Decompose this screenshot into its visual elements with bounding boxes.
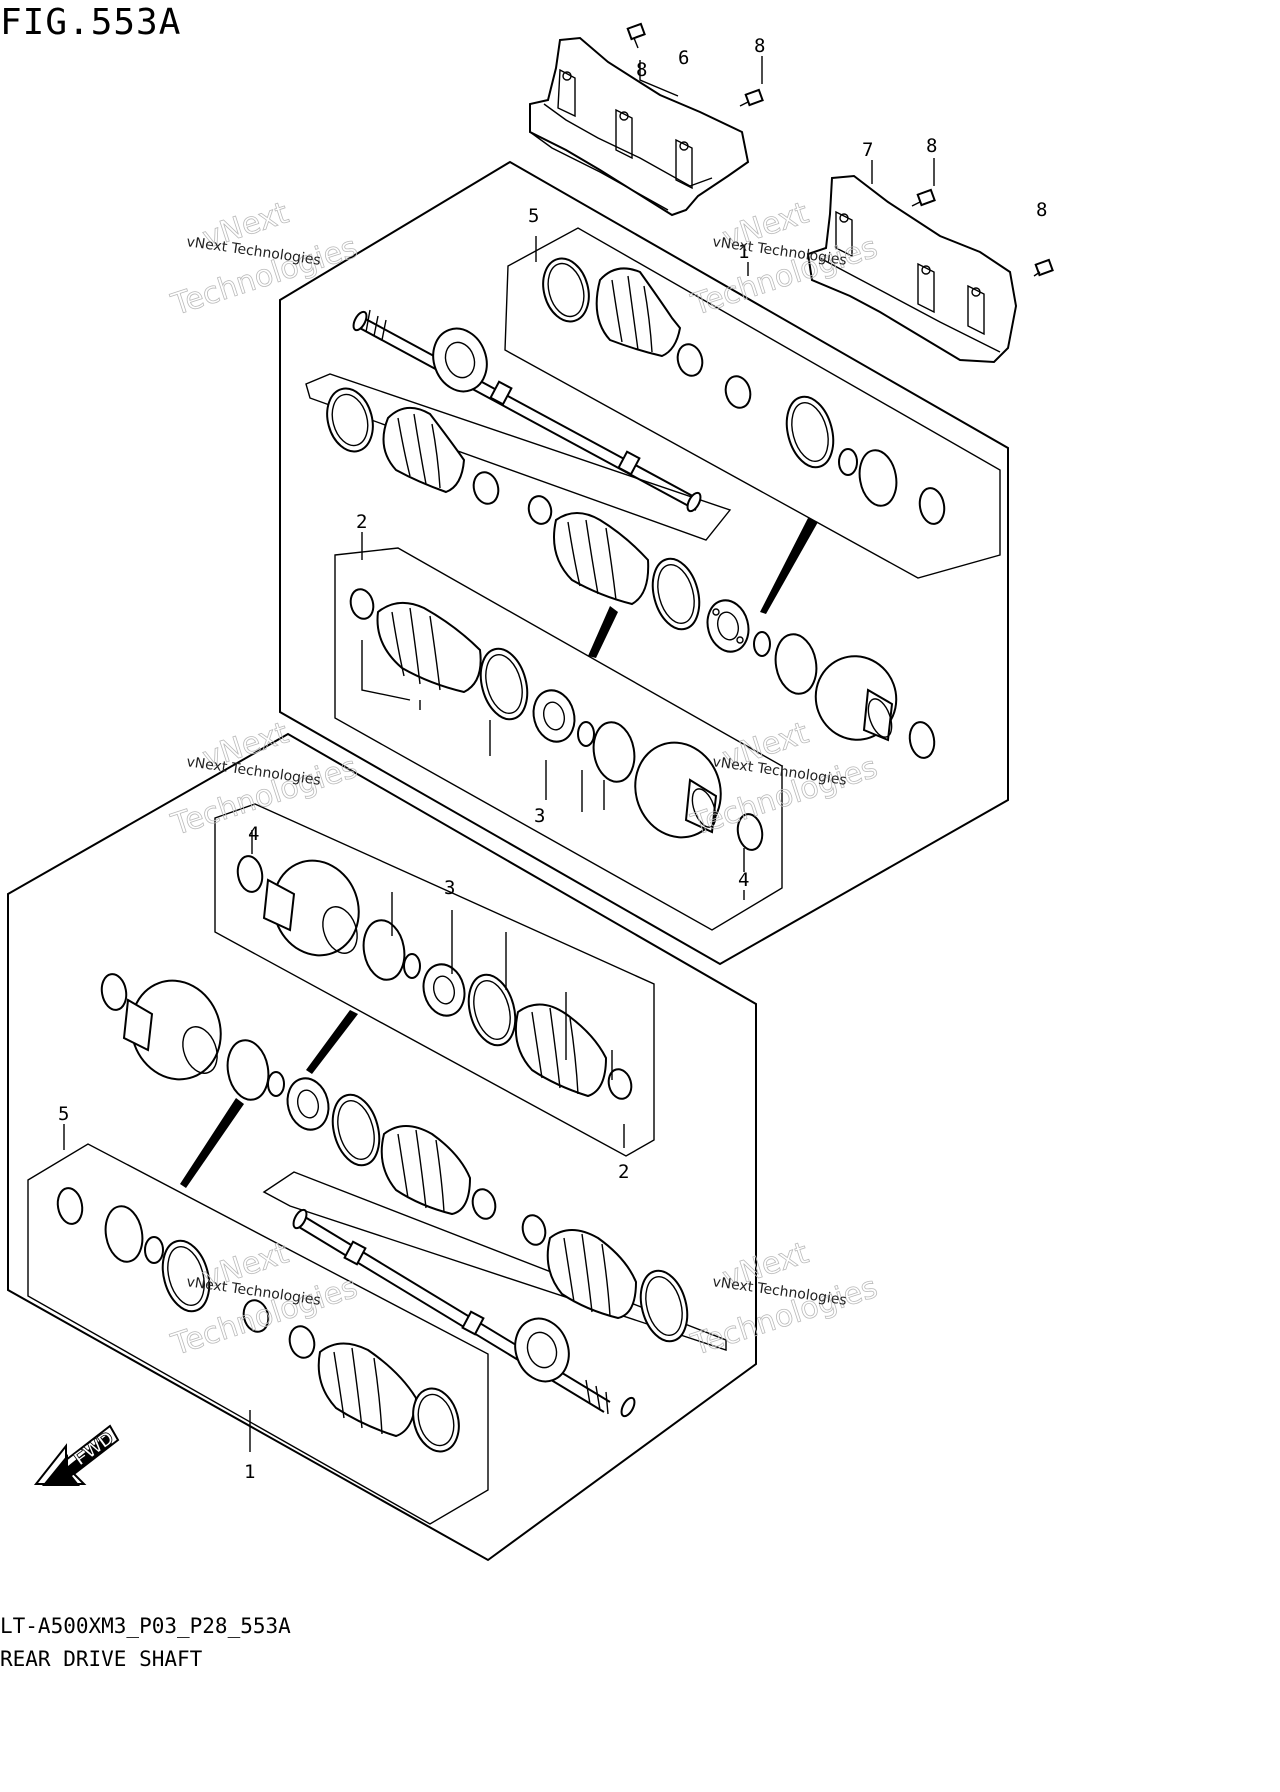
upper-boot-mid	[553, 512, 650, 606]
upper-circlip-a	[838, 448, 858, 476]
upper-inner-joint	[634, 741, 722, 839]
lower-circlip-mid	[267, 1071, 285, 1097]
lower-boot-mid	[380, 1125, 472, 1216]
upper-ring-b	[918, 487, 946, 525]
lower-cage-top	[422, 963, 466, 1017]
lower-clamp-mid-large	[331, 1093, 381, 1167]
lower-clamp-left-small-a	[242, 1299, 270, 1333]
lower-ring-mid-a	[100, 973, 128, 1011]
lower-clamp-shaft-small	[521, 1214, 547, 1246]
bolt-8-a	[626, 22, 646, 49]
upper-clamp-left-large	[326, 387, 374, 453]
lower-ring-4	[236, 855, 264, 893]
figure-name: REAR DRIVE SHAFT	[0, 1647, 203, 1671]
callout-2-bottom: 2	[618, 1161, 629, 1183]
lower-ring-left-b	[104, 1205, 144, 1263]
upper-inner-ring	[592, 721, 636, 783]
upper-clamp-inner-small	[349, 588, 375, 620]
callout-7: 7	[862, 139, 873, 161]
upper-clamp-left-small	[472, 471, 500, 505]
upper-outer-joint-right	[814, 655, 898, 742]
callout-6: 6	[678, 47, 689, 69]
callout-8-b: 8	[754, 35, 765, 57]
lower-clamp-left-end	[412, 1387, 460, 1453]
lower-joint-mid	[122, 979, 222, 1081]
callout-1-top: 1	[738, 241, 749, 263]
upper-inner-circlip	[577, 721, 595, 747]
upper-assembly-frame	[279, 160, 1009, 966]
upper-boot-inner	[376, 601, 482, 694]
callout-5-bottom: 5	[58, 1103, 69, 1125]
upper-boot-left	[382, 407, 466, 494]
upper-circlip-b	[753, 631, 771, 657]
callout-5-top: 5	[528, 205, 539, 227]
upper-arrow-b	[588, 606, 618, 658]
callout-4-top-right: 4	[738, 869, 749, 891]
lower-cage-mid	[286, 1077, 330, 1131]
fwd-direction-arrow	[33, 1424, 120, 1486]
lower-clamp-left-large	[161, 1239, 211, 1313]
lower-clamp-mid-small	[471, 1188, 497, 1220]
callout-8-c: 8	[926, 135, 937, 157]
upper-clamp-inner-large	[479, 647, 529, 721]
upper-inner-ring-end	[736, 813, 764, 851]
lower-circlip-left	[144, 1236, 164, 1264]
upper-axle-shaft	[352, 309, 702, 513]
upper-inner-cage	[532, 689, 576, 743]
upper-clamp-mid-small	[527, 495, 553, 525]
lower-ring-mid-b	[226, 1039, 270, 1101]
bolt-8-c	[911, 188, 936, 207]
bolt-8-b	[739, 88, 764, 107]
upper-clamp-large-5	[542, 257, 590, 323]
lower-clamp-top-large	[467, 973, 517, 1047]
guard-plate-6	[529, 36, 750, 217]
lower-arrow-b	[180, 1098, 244, 1188]
upper-arrow-a	[760, 518, 818, 614]
guard-plate-7	[806, 174, 1018, 364]
callout-4-bottom-left: 4	[248, 823, 259, 845]
figure-code: LT-A500XM3_P03_P28_553A	[0, 1614, 291, 1638]
callout-3-top: 3	[534, 805, 545, 827]
lower-axle-shaft	[292, 1208, 636, 1418]
callout-1-bottom: 1	[244, 1461, 255, 1483]
upper-ring-a	[858, 449, 898, 507]
lower-boot-top	[514, 1003, 608, 1098]
upper-bearing-cage	[706, 599, 750, 653]
upper-clamp-small-a	[676, 343, 704, 377]
upper-clamp-mid-large	[651, 557, 701, 631]
lower-assembly-frame	[7, 732, 757, 1562]
lower-clamp-shaft-large	[639, 1269, 689, 1343]
lower-clamp-top-small	[607, 1068, 633, 1100]
lower-joint-top	[262, 859, 360, 957]
upper-ring-d	[908, 721, 936, 759]
upper-clamp-large-b	[785, 395, 835, 469]
lower-arrow-a	[306, 1010, 358, 1074]
callout-8-d: 8	[1036, 199, 1047, 221]
lower-clamp-left-small-b	[288, 1325, 316, 1359]
upper-boot-outer	[595, 267, 682, 358]
lower-ring-top-a	[362, 919, 406, 981]
figure-title: FIG.553A	[0, 2, 182, 43]
lower-circlip-top	[403, 953, 421, 979]
upper-clamp-small-b	[724, 375, 752, 409]
callout-3-bottom: 3	[444, 877, 455, 899]
lower-ring-left-a	[56, 1187, 84, 1225]
lower-boot-left	[317, 1342, 418, 1438]
callout-8-a: 8	[636, 59, 647, 81]
callout-2-top: 2	[356, 511, 367, 533]
bolt-8-d	[1033, 258, 1054, 277]
upper-ring-c	[774, 633, 818, 695]
lower-boot-shaft	[546, 1229, 638, 1320]
